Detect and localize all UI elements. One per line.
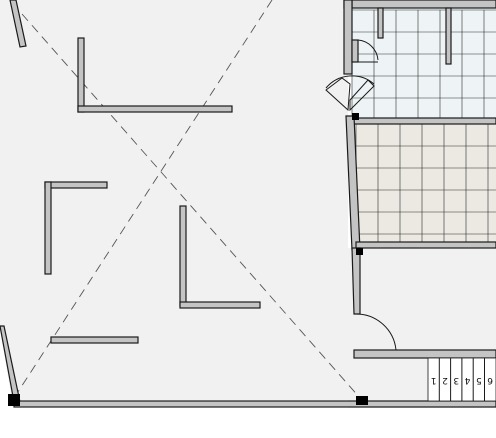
tiled-room-upper	[351, 8, 496, 118]
wall-stub-top-left	[9, 0, 27, 48]
door-corridor[interactable]	[355, 313, 397, 351]
structural-columns	[8, 113, 368, 406]
stair-step-number: 2	[442, 375, 448, 385]
stair-step-number: 6	[487, 375, 493, 385]
partition-wall-center	[179, 205, 261, 309]
core-walls	[343, 0, 496, 359]
partition-wall-left	[44, 181, 108, 275]
stair-step-number: 4	[464, 375, 470, 385]
stair-step-number: 5	[476, 375, 482, 385]
exterior-wall-bottom	[13, 400, 496, 408]
partition-wall-bottom	[50, 336, 139, 344]
open-floor-area	[0, 0, 348, 400]
stair-step-number: 3	[453, 375, 459, 385]
void-diagonal-cross	[13, 0, 361, 399]
tiled-room-lower	[355, 123, 496, 242]
door-upper-room[interactable]	[357, 39, 379, 63]
partition-wall-upper	[77, 37, 233, 113]
door-double-swing[interactable]	[325, 75, 375, 112]
stair-step-number: 1	[431, 375, 437, 385]
